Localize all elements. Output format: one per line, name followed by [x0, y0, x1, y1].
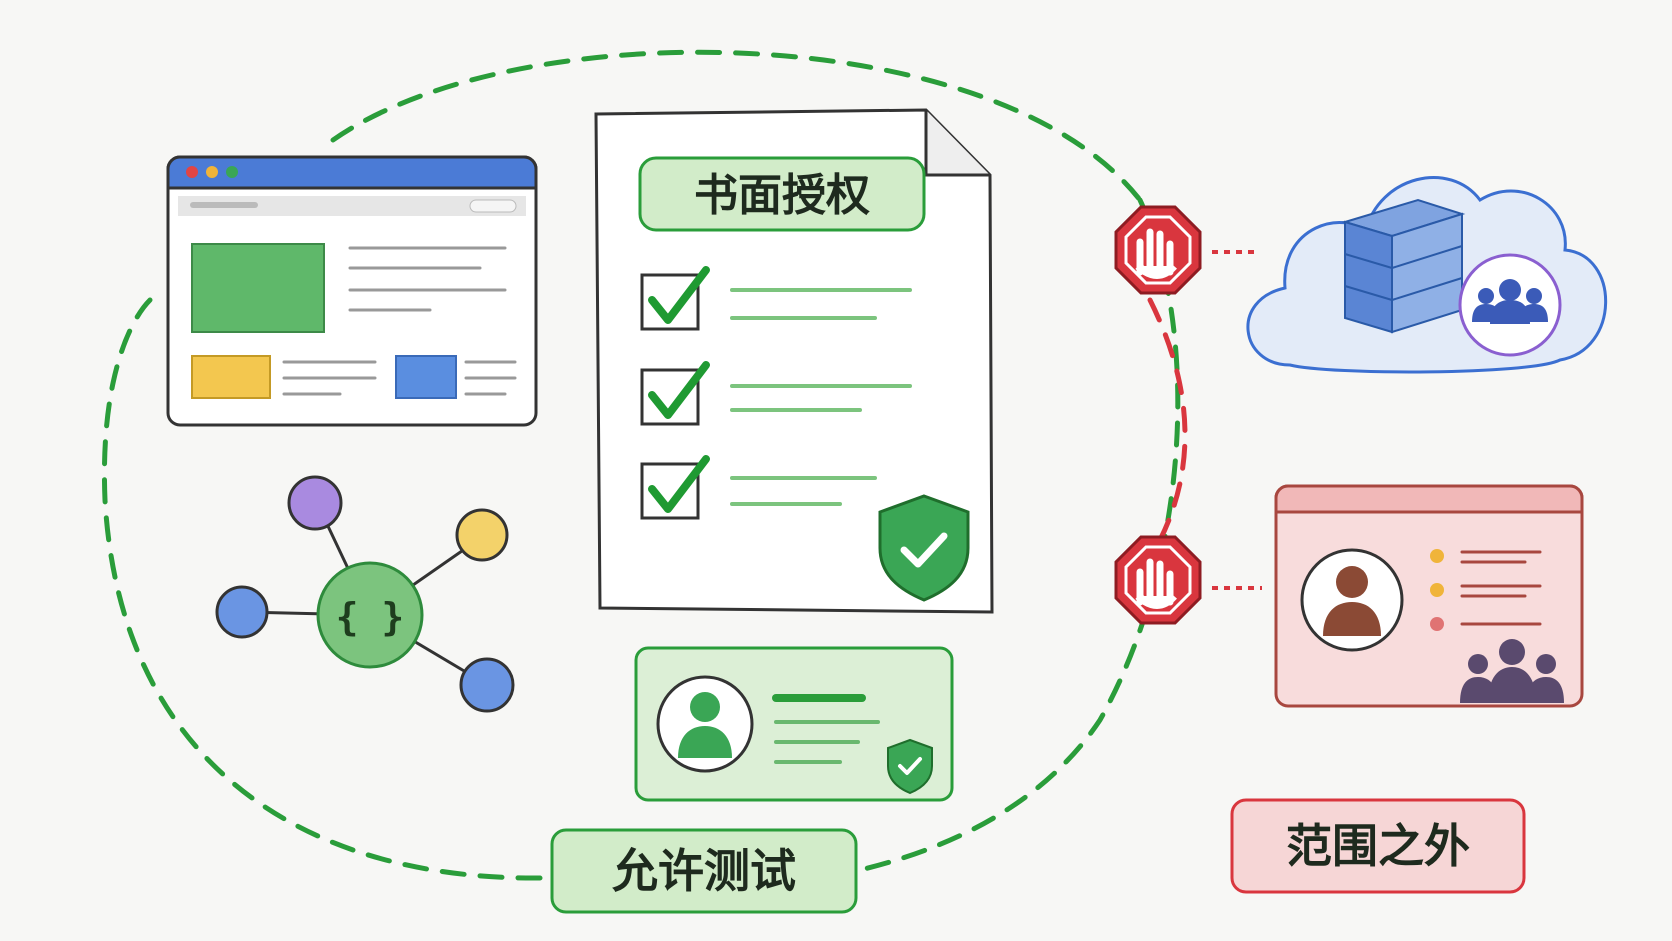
verified-user-card-icon: [634, 646, 954, 802]
checklist: [640, 266, 912, 520]
cloud-database-icon: [1246, 176, 1608, 374]
out-of-scope-label: 范围之外: [1230, 798, 1526, 894]
out-of-scope-text: 范围之外: [1286, 819, 1470, 873]
authorization-text: 书面授权: [694, 170, 870, 221]
svg-text:{ }: { }: [336, 595, 405, 639]
checklist-item: [640, 361, 912, 426]
user-group-icon: [1458, 253, 1562, 357]
shield-check-icon: [878, 494, 970, 602]
stop-hand-icon: [1114, 535, 1202, 625]
in-scope-label: 允许测试: [550, 828, 858, 914]
browser-window-icon: [166, 155, 538, 427]
authorization-label: 书面授权: [638, 156, 926, 232]
out-of-scope-boundary: [1147, 297, 1188, 543]
profile-card-icon: [1274, 484, 1584, 708]
in-scope-text: 允许测试: [612, 844, 796, 898]
api-network-icon: { }: [215, 475, 515, 713]
user-group-icon: [1460, 639, 1564, 703]
in-scope-boundary: [101, 49, 1181, 883]
checklist-item: [640, 455, 877, 520]
checklist-document-icon: 书面授权: [594, 108, 994, 614]
stop-hand-icon: [1114, 205, 1202, 295]
checklist-item: [640, 266, 912, 331]
